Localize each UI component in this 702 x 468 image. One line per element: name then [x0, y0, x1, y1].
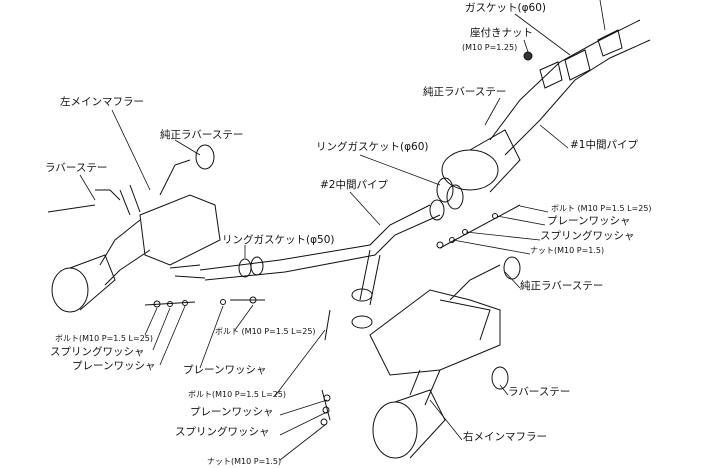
- label-gasket-60: ガスケット(φ60): [465, 2, 546, 14]
- label-oem-stay-left: 純正ラバーステー: [160, 129, 244, 141]
- pipe-1: [489, 19, 651, 156]
- left-muffler: [47, 144, 221, 313]
- label-ring-gasket-50: リングガスケット(φ50): [222, 234, 335, 246]
- label-left-plain-washer: プレーンワッシャ: [72, 360, 156, 372]
- flange-2: [597, 29, 623, 57]
- label-left-bolt: ボルト(M10 P=1.5 L=25): [55, 334, 153, 343]
- label-right-bolt: ボルト (M10 P=1.5 L=25): [551, 204, 652, 213]
- label-pipe-1: #1中間パイプ: [570, 139, 638, 151]
- label-right-plain-washer: プレーンワッシャ: [547, 215, 631, 227]
- center-resonator: [436, 129, 521, 210]
- leader-lines: [79, 0, 606, 461]
- fasteners: [144, 51, 533, 426]
- flange-1: [564, 49, 591, 81]
- label-low-spring-washer: スプリングワッシャ: [175, 426, 270, 438]
- right-muffler: [369, 256, 521, 459]
- label-right-muffler: 右メインマフラー: [463, 431, 547, 443]
- label-stay-right: ラバーステー: [508, 386, 571, 398]
- label-low-plain-washer: プレーンワッシャ: [190, 406, 274, 418]
- label-oem-stay-top: 純正ラバーステー: [423, 86, 507, 98]
- label-ring-gasket-60: リングガスケット(φ60): [316, 141, 429, 153]
- label-right-nut: ナット(M10 P=1.5): [530, 246, 605, 255]
- label-left-muffler: 左メインマフラー: [60, 96, 144, 108]
- label-seat-nut: 座付きナット: [470, 27, 533, 39]
- label-mid-bolt: ボルト (M10 P=1.5 L=25): [215, 327, 316, 336]
- label-seat-nut-spec: (M10 P=1.25): [462, 43, 518, 52]
- label-low-nut: ナット(M10 P=1.5): [207, 457, 282, 466]
- pipe-2: [199, 199, 445, 329]
- label-oem-stay-right: 純正ラバーステー: [520, 280, 604, 292]
- flange-3: [539, 61, 563, 89]
- label-low-bolt: ボルト(M10 P=1.5 L=25): [188, 390, 286, 399]
- label-right-spring-washer: スプリングワッシャ: [540, 230, 635, 242]
- label-pipe-2: #2中間パイプ: [320, 179, 388, 191]
- label-mid-plain-washer: プレーンワッシャ: [183, 364, 267, 376]
- label-left-spring-washer: スプリングワッシャ: [50, 346, 145, 358]
- label-stay-left: ラバーステー: [45, 162, 108, 174]
